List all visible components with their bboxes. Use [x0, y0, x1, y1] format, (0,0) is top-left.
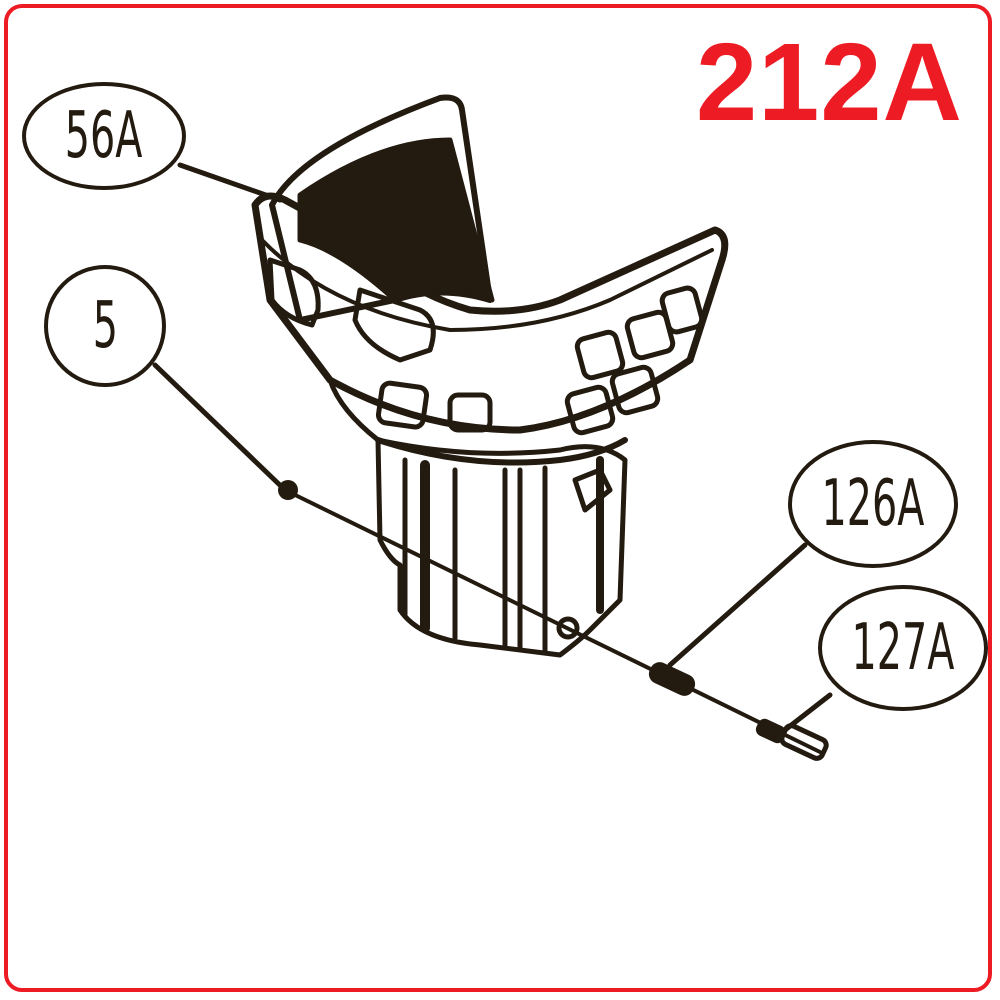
- callout-label: 126A: [821, 467, 925, 541]
- leader-5: [152, 362, 288, 493]
- part-127A-screw: [779, 723, 829, 761]
- part-5-ball: [278, 480, 298, 500]
- callout-label: 5: [92, 289, 118, 363]
- callout-label: 56A: [65, 99, 143, 173]
- part-127A-screw-head: [755, 718, 787, 744]
- callout-127A: 127A: [818, 585, 988, 711]
- callout-label: 127A: [851, 611, 955, 685]
- callout-5: 5: [44, 265, 166, 387]
- callout-56A: 56A: [22, 82, 186, 190]
- part-number-title: 212A: [696, 21, 963, 144]
- leader-126A: [667, 542, 808, 668]
- part-126A-spring: [648, 662, 696, 696]
- callout-126A: 126A: [788, 440, 958, 568]
- diagram-frame: [4, 4, 992, 992]
